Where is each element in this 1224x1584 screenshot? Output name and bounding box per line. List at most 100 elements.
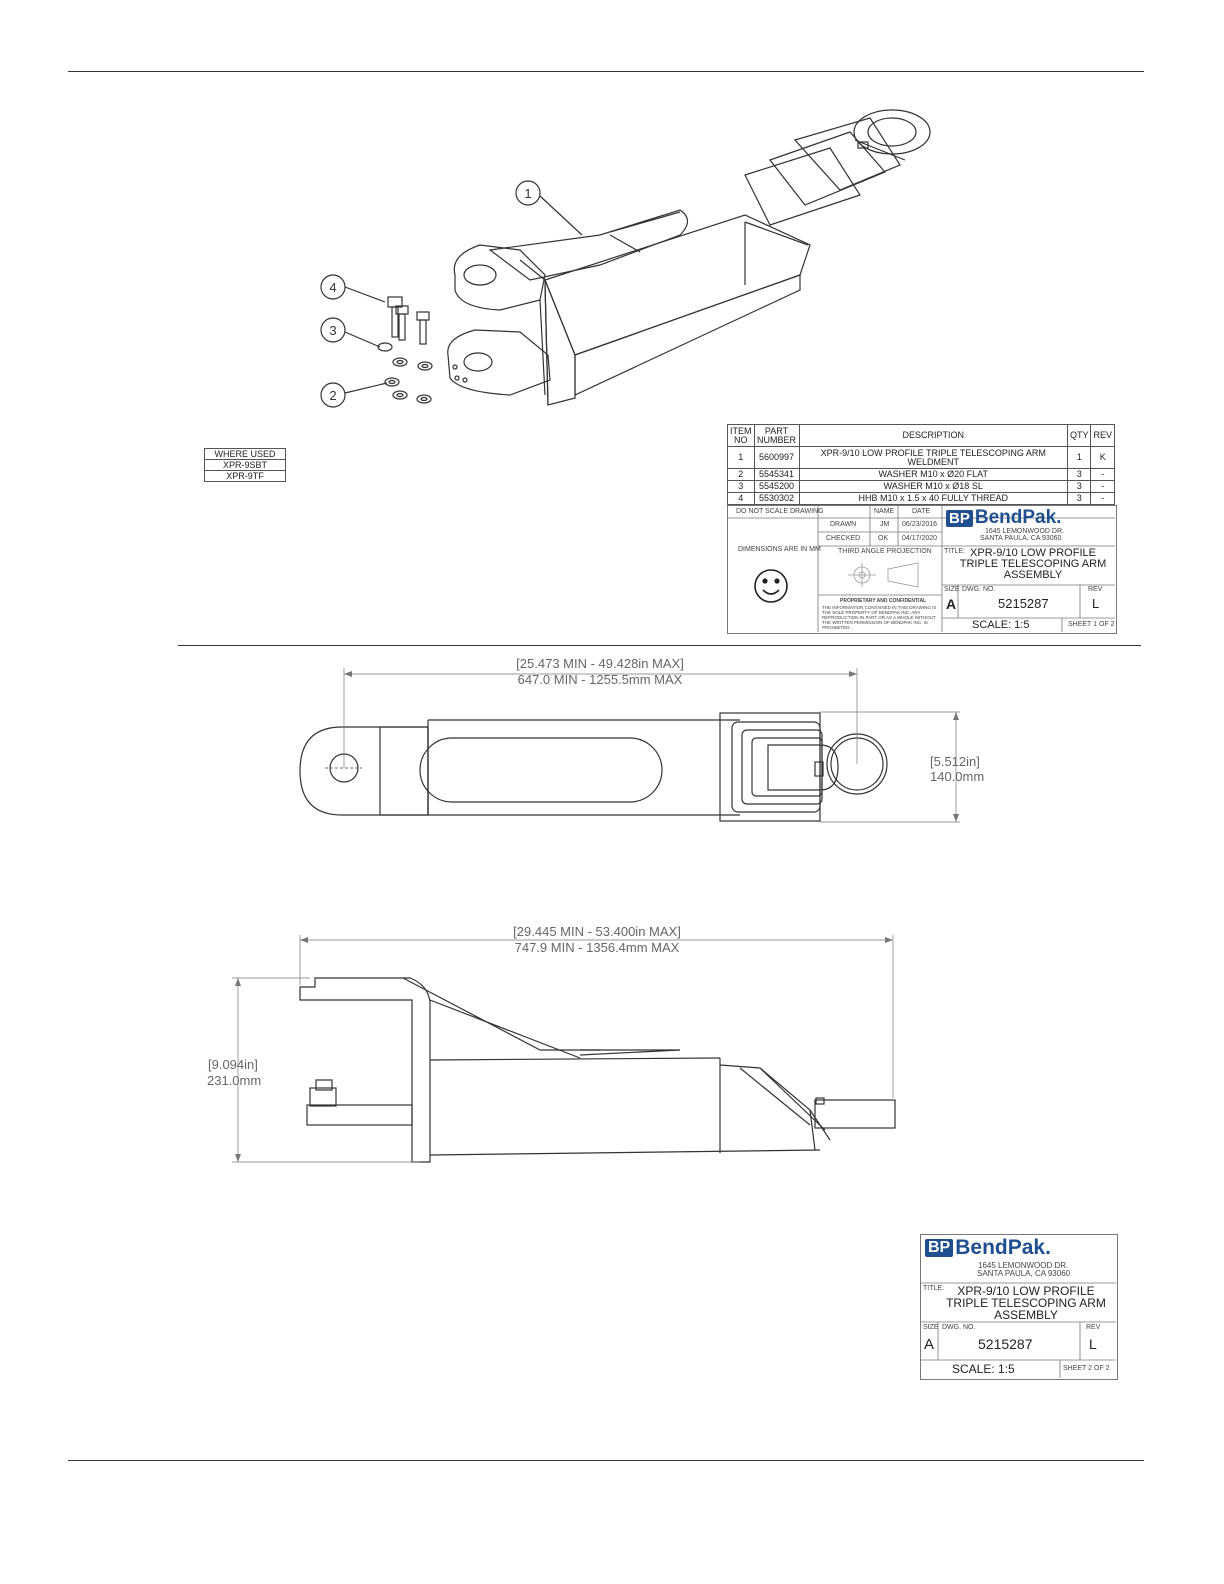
drawn-date: 06/23/2016 bbox=[902, 521, 938, 528]
size-value: A bbox=[946, 596, 957, 612]
balloon-1 bbox=[515, 180, 541, 206]
checked-date: 04/17/2020 bbox=[902, 535, 938, 542]
drawing-title: XPR-9/10 LOW PROFILE TRIPLE TELESCOPING … bbox=[940, 1285, 1112, 1321]
balloon-label: 1 bbox=[524, 186, 531, 201]
isometric-view bbox=[320, 109, 931, 408]
title-label: TITLE: bbox=[923, 1285, 945, 1292]
proprietary-text: THE INFORMATION CONTAINED IN THIS DRAWIN… bbox=[822, 605, 937, 630]
bom-cell: 4 bbox=[727, 492, 755, 505]
logo-name: BendPak. bbox=[974, 507, 1062, 528]
title-block-1-lines bbox=[727, 505, 1115, 632]
washer-icon bbox=[377, 342, 433, 404]
title-line: XPR-9/10 LOW PROFILE bbox=[970, 547, 1096, 559]
size-label: SIZE bbox=[923, 1324, 939, 1331]
size-label: SIZE bbox=[944, 586, 960, 593]
bom-cell: - bbox=[1090, 468, 1115, 481]
balloon-2 bbox=[320, 382, 346, 408]
bom-cell: 3 bbox=[727, 480, 755, 493]
address-line-1: 1645 LEMONWOOD DR. bbox=[978, 1261, 1069, 1270]
do-not-scale: DO NOT SCALE DRAWING bbox=[736, 508, 824, 515]
title-line: ASSEMBLY bbox=[1003, 569, 1063, 581]
balloon-label: 3 bbox=[329, 323, 336, 338]
address-line-1: 1645 LEMONWOOD DR. bbox=[985, 528, 1064, 535]
title-line: TRIPLE TELESCOPING ARM bbox=[946, 1296, 1106, 1310]
smiley-icon bbox=[754, 569, 788, 603]
dwg-label: DWG. NO. bbox=[962, 586, 996, 593]
bolt-icon bbox=[387, 296, 430, 345]
bom-table: ITEM NO PART NUMBER DESCRIPTION QTY REV … bbox=[727, 424, 1115, 505]
bendpak-logo: BP BendPak. bbox=[925, 1236, 1051, 1260]
scale-value: SCALE: 1:5 bbox=[972, 619, 1030, 631]
balloon-3 bbox=[320, 317, 346, 343]
where-used-header: WHERE USED bbox=[204, 448, 286, 460]
balloon-label: 2 bbox=[329, 388, 336, 403]
balloon-label: 4 bbox=[329, 280, 336, 295]
rev-label: REV bbox=[1088, 586, 1103, 593]
bom-header-part: PART NUMBER bbox=[753, 424, 800, 447]
bom-header-desc: DESCRIPTION bbox=[798, 424, 1068, 447]
drawn-name: JM bbox=[880, 521, 890, 528]
bom-cell: HHB M10 x 1.5 x 40 FULLY THREAD bbox=[798, 492, 1068, 505]
projection-label: THIRD ANGLE PROJECTION bbox=[838, 548, 932, 555]
scale-value: SCALE: 1:5 bbox=[952, 1362, 1015, 1376]
bom-cell: 3 bbox=[1066, 468, 1092, 481]
bom-cell: K bbox=[1090, 446, 1115, 469]
title-block-2-lines bbox=[920, 1282, 1116, 1378]
drawn-label: DRAWN bbox=[830, 521, 857, 528]
bom-cell: 1 bbox=[1066, 446, 1092, 469]
bom-cell: 5545200 bbox=[753, 480, 800, 493]
bom-cell: 3 bbox=[1066, 480, 1092, 493]
title-line: TRIPLE TELESCOPING ARM bbox=[959, 558, 1107, 570]
side-dim-in: [29.445 MIN - 53.400in MAX] bbox=[513, 924, 681, 939]
rev-value: L bbox=[1092, 596, 1100, 611]
bottom-rule bbox=[68, 1460, 1144, 1461]
bom-cell: 2 bbox=[727, 468, 755, 481]
proprietary-title: PROPRIETARY AND CONFIDENTIAL bbox=[840, 598, 927, 604]
title-block-2 bbox=[920, 1234, 1118, 1380]
side-height-in: [9.094in] bbox=[208, 1057, 258, 1072]
address-line-2: SANTA PAULA, CA 93060 bbox=[977, 1269, 1071, 1278]
dwg-label: DWG. NO. bbox=[942, 1324, 976, 1331]
rev-label: REV bbox=[1086, 1324, 1101, 1331]
logo-bp: BP bbox=[946, 509, 973, 527]
side-height-mm: 231.0mm bbox=[207, 1073, 261, 1088]
projection-symbol bbox=[848, 562, 919, 588]
size-value: A bbox=[924, 1336, 935, 1353]
where-used-item: XPR-9SBT bbox=[204, 459, 286, 471]
top-dim-in: [25.473 MIN - 49.428in MAX] bbox=[516, 656, 684, 671]
bom-cell: - bbox=[1090, 480, 1115, 493]
rev-value: L bbox=[1089, 1336, 1097, 1352]
title-line: ASSEMBLY bbox=[994, 1308, 1058, 1322]
bom-cell: 5530302 bbox=[753, 492, 800, 505]
logo-name: BendPak. bbox=[955, 1236, 1051, 1259]
bom-header-rev: REV bbox=[1090, 424, 1115, 447]
height-dim-mm: 140.0mm bbox=[930, 769, 984, 784]
bom-cell: 1 bbox=[727, 446, 755, 469]
title-label: TITLE: bbox=[944, 548, 966, 555]
side-view bbox=[232, 935, 896, 1163]
sheet-number: SHEET 2 OF 2 bbox=[1063, 1365, 1110, 1372]
address-line-2: SANTA PAULA, CA 93060 bbox=[980, 535, 1062, 542]
bom-cell: 3 bbox=[1066, 492, 1092, 505]
checked-name: OK bbox=[878, 535, 889, 542]
dwg-number: 5215287 bbox=[978, 1336, 1033, 1352]
bom-cell: 5600997 bbox=[753, 446, 800, 469]
bom-cell: WASHER M10 x Ø18 SL bbox=[798, 480, 1068, 493]
sheet-number: SHEET 1 OF 2 bbox=[1068, 621, 1115, 628]
middle-rule bbox=[178, 645, 1141, 646]
bendpak-logo: BP BendPak. bbox=[946, 507, 1061, 529]
bom-header-qty: QTY bbox=[1066, 424, 1092, 447]
top-dim-mm: 647.0 MIN - 1255.5mm MAX bbox=[518, 672, 683, 687]
height-dim-in: [5.512in] bbox=[930, 754, 980, 769]
dims-in-mm: DIMENSIONS ARE IN MM bbox=[738, 546, 821, 553]
side-dim-mm: 747.9 MIN - 1356.4mm MAX bbox=[515, 940, 680, 955]
where-used-item: XPR-9TF bbox=[204, 470, 286, 482]
drawing-title: XPR-9/10 LOW PROFILE TRIPLE TELESCOPING … bbox=[958, 548, 1108, 581]
bom-cell: - bbox=[1090, 492, 1115, 505]
logo-bp: BP bbox=[925, 1239, 954, 1257]
bom-header-item: ITEM NO bbox=[727, 424, 755, 447]
date-label: DATE bbox=[912, 508, 931, 515]
top-view bbox=[299, 668, 960, 823]
bom-cell: 5545341 bbox=[753, 468, 800, 481]
